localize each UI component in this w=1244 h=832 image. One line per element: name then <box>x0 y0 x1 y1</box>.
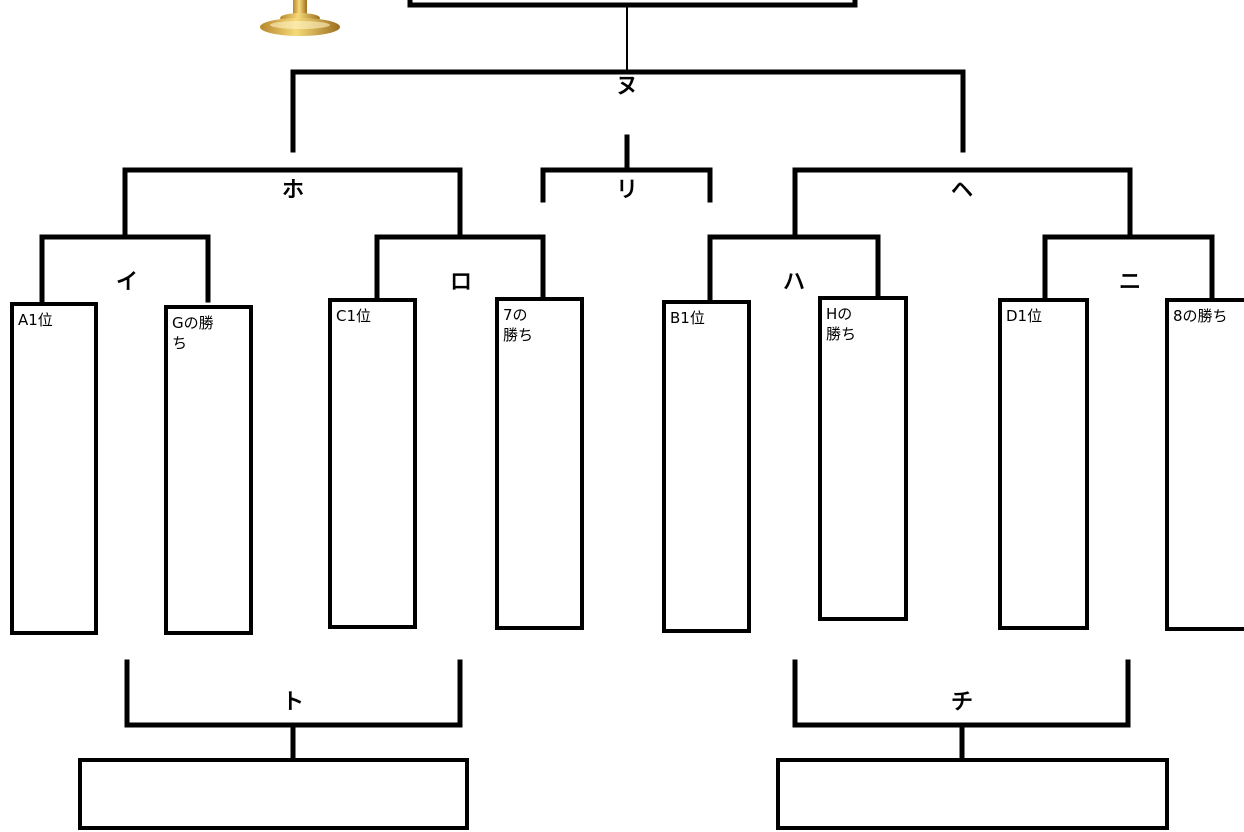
bracket-he <box>792 167 1133 238</box>
match-label-i: イ <box>115 270 139 295</box>
match-label-to: ト <box>281 690 305 715</box>
result-box-to[interactable] <box>78 758 469 830</box>
team-slot-box[interactable]: Gの勝 ち <box>164 305 253 635</box>
match-label-ro: ロ <box>449 270 473 295</box>
team-slot-label: 8の勝ち <box>1173 307 1228 325</box>
team-slot-box[interactable]: 8の勝ち <box>1165 298 1244 631</box>
team-slot-box[interactable]: B1位 <box>662 300 751 633</box>
match-label-chi: チ <box>950 690 974 715</box>
team-slot-box[interactable]: A1位 <box>10 302 98 635</box>
team-slot-label: C1位 <box>336 307 372 325</box>
team-slot-label: Hの 勝ち <box>826 305 857 343</box>
team-slot-label: 7の 勝ち <box>503 306 534 344</box>
team-slot-box[interactable]: 7の 勝ち <box>495 297 584 630</box>
bracket-ni <box>1042 234 1215 301</box>
bracket-ro <box>374 234 546 301</box>
trophy-icon <box>260 0 340 36</box>
bracket-ho <box>122 167 463 238</box>
team-slot-label: A1位 <box>18 311 53 329</box>
team-slot-box[interactable]: C1位 <box>328 298 417 629</box>
match-label-ha: ハ <box>782 270 806 295</box>
team-slot-label: B1位 <box>670 309 705 327</box>
bracket-ri <box>540 167 713 203</box>
bracket-i <box>39 234 211 303</box>
team-slot-box[interactable]: Hの 勝ち <box>818 296 908 621</box>
bracket-nu <box>290 69 966 153</box>
team-slot-label: Gの勝 ち <box>172 314 214 352</box>
team-slot-label: D1位 <box>1006 307 1043 325</box>
match-label-ni: ニ <box>1118 270 1142 295</box>
match-label-he: ヘ <box>950 178 974 203</box>
team-slot-box[interactable]: D1位 <box>998 298 1089 630</box>
final-box <box>407 0 858 8</box>
result-box-chi[interactable] <box>776 758 1169 830</box>
match-label-nu: ヌ <box>615 74 639 99</box>
bracket-ha <box>707 234 881 301</box>
match-label-ri: リ <box>615 178 639 203</box>
match-label-ho: ホ <box>281 178 305 203</box>
